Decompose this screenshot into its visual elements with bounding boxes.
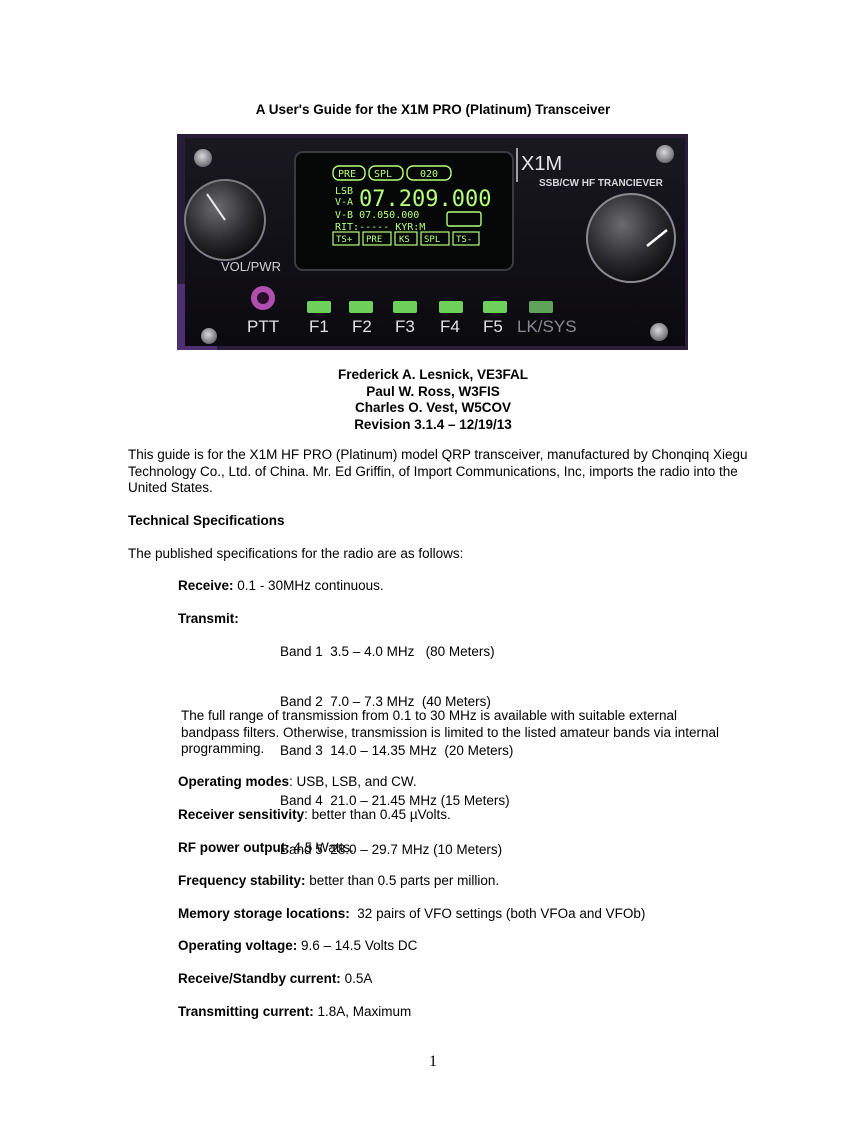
radio-illustration: VOL/PWR X1M SSB/CW HF TRANCIEVER PRE SPL…	[177, 134, 688, 350]
display-spl-flag: SPL	[374, 169, 392, 180]
softkey-ks: KS	[399, 235, 410, 245]
transmit-label: Transmit:	[178, 611, 239, 626]
spec-value: : USB, LSB, and CW.	[289, 774, 417, 789]
display-pre-flag: PRE	[338, 169, 356, 180]
display-mode: LSB	[335, 186, 353, 197]
spec-receive: Receive: 0.1 - 30MHz continuous.	[178, 578, 384, 593]
author-line: Paul W. Ross, W3FIS	[366, 383, 500, 399]
author-line: Frederick A. Lesnick, VE3FAL	[337, 367, 529, 382]
screw-icon	[194, 149, 212, 167]
spec-label: RF power output:	[178, 840, 290, 855]
softkey-spl: SPL	[424, 235, 440, 245]
band-item: Band 1 3.5 – 4.0 MHz (80 Meters)	[280, 644, 495, 659]
spec-intro: The published specifications for the rad…	[128, 546, 464, 561]
spec-operating-voltage: Operating voltage: 9.6 – 14.5 Volts DC	[178, 938, 417, 953]
volume-knob-icon	[184, 179, 266, 261]
spec-value: 9.6 – 14.5 Volts DC	[297, 938, 418, 953]
band-item: Band 3 14.0 – 14.35 MHz (20 Meters)	[280, 743, 514, 758]
band-item: Band 5 28.0 – 29.7 MHz (10 Meters)	[280, 842, 503, 857]
spec-label: Operating voltage:	[178, 938, 298, 953]
band-item: Band 2 7.0 – 7.3 MHz (40 Meters)	[280, 693, 491, 709]
ptt-label: PTT	[247, 317, 279, 336]
author-block: Frederick A. Lesnick, VE3FAL Paul W. Ros…	[0, 367, 866, 433]
spec-label: Receive:	[178, 578, 234, 593]
spec-receiver-sensitivity: Receiver sensitivity: better than 0.45 µ…	[178, 807, 451, 822]
spec-memory-storage: Memory storage locations: 32 pairs of VF…	[178, 906, 645, 921]
softkey-ts-plus: TS+	[336, 235, 353, 245]
oled-display	[294, 151, 514, 271]
spec-value: better than 0.5 parts per million.	[305, 873, 500, 888]
screw-icon	[650, 323, 668, 341]
display-text: PRE SPL 020 LSB V-A 07.209.000 V-B 07.05…	[332, 165, 491, 246]
band-item: Band 4 21.0 – 21.45 MHz (15 Meters)	[280, 792, 510, 808]
vol-pwr-label: VOL/PWR	[221, 259, 281, 274]
spec-label: Frequency stability:	[178, 873, 306, 888]
spec-value: 1.8A, Maximum	[313, 1004, 412, 1019]
spec-value: 4.5 Watts.	[289, 840, 354, 855]
spec-label: Operating modes	[178, 774, 290, 789]
spec-value: 32 pairs of VFO settings (both VFOa and …	[349, 906, 646, 921]
softkey-ts-minus: TS-	[456, 235, 472, 245]
f4-label: F4	[440, 317, 460, 336]
tuning-knob-icon	[586, 193, 676, 283]
spec-standby-current: Receive/Standby current: 0.5A	[178, 971, 372, 986]
spec-operating-modes: Operating modes: USB, LSB, and CW.	[178, 774, 417, 789]
radio-photo: VOL/PWR X1M SSB/CW HF TRANCIEVER PRE SPL…	[177, 134, 688, 350]
f2-label: F2	[352, 317, 372, 336]
spec-label: Receiver sensitivity	[178, 807, 305, 822]
intro-paragraph: This guide is for the X1M HF PRO (Platin…	[128, 447, 748, 495]
revision-line: Revision 3.1.4 – 12/19/13	[354, 416, 512, 432]
section-heading: Technical Specifications	[128, 513, 285, 528]
model-subtitle: SSB/CW HF TRANCIEVER	[539, 178, 664, 189]
spec-label: Receive/Standby current:	[178, 971, 341, 986]
f3-label: F3	[395, 317, 415, 336]
transmit-bands: Band 1 3.5 – 4.0 MHz (80 Meters) Band 2 …	[280, 611, 513, 875]
function-keys	[307, 301, 553, 313]
spec-value: 0.1 - 30MHz continuous.	[233, 578, 384, 593]
f1-label: F1	[309, 317, 329, 336]
display-frequency: 07.209.000	[359, 187, 491, 212]
softkey-pre: PRE	[366, 235, 382, 245]
spec-label: Memory storage locations:	[178, 906, 350, 921]
range-note: The full range of transmission from 0.1 …	[181, 708, 719, 756]
lk-sys-label: LK/SYS	[517, 317, 577, 336]
spec-rf-power: RF power output: 4.5 Watts.	[178, 840, 354, 855]
display-vfo-b: V-B 07.050.000	[335, 210, 419, 221]
spec-value: 0.5A	[340, 971, 373, 986]
spec-transmitting-current: Transmitting current: 1.8A, Maximum	[178, 1004, 411, 1019]
ptt-jack-icon	[251, 286, 275, 310]
screw-icon	[656, 145, 674, 163]
f5-label: F5	[483, 317, 503, 336]
spec-label: Transmitting current:	[178, 1004, 314, 1019]
display-rit: RIT:----- KYR:M	[335, 222, 425, 233]
brand-label: X1M	[521, 153, 562, 175]
spec-frequency-stability: Frequency stability: better than 0.5 par…	[178, 873, 499, 888]
page-number: 1	[429, 1053, 437, 1070]
spec-value: : better than 0.45 µVolts.	[304, 807, 451, 822]
author-line: Charles O. Vest, W5COV	[354, 400, 512, 415]
document-title: A User's Guide for the X1M PRO (Platinum…	[255, 102, 611, 117]
display-vfo-a-label: V-A	[335, 197, 353, 208]
display-step-value: 020	[420, 169, 438, 180]
screw-icon	[201, 328, 217, 344]
